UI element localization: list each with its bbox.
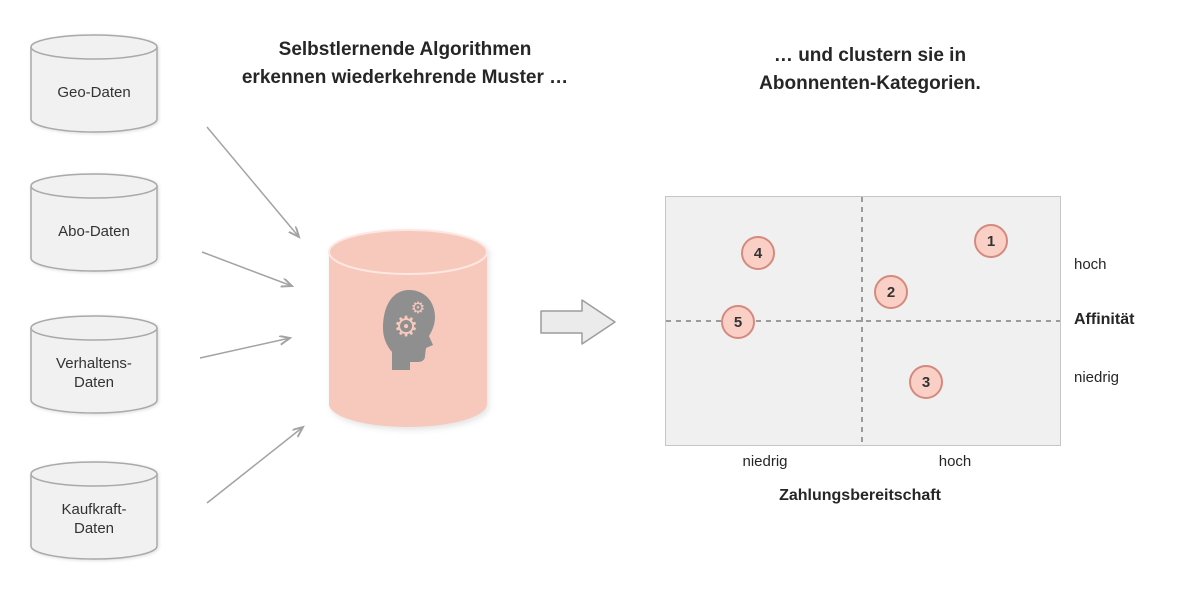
cluster-number: 5 bbox=[733, 313, 743, 331]
x-axis-title: Zahlungsbereitschaft bbox=[779, 487, 941, 504]
gear-icon: ⚙ bbox=[411, 298, 425, 317]
process-title: Selbstlernende Algorithmen erkennen wied… bbox=[200, 36, 610, 91]
data-source-label: Geo-Daten bbox=[28, 59, 160, 127]
cluster-bubble-4: 4 bbox=[741, 236, 775, 270]
thin-arrow-icon bbox=[199, 338, 290, 359]
x-tick-niedrig: niedrig bbox=[742, 453, 788, 470]
data-source-label: Abo-Daten bbox=[28, 198, 160, 266]
result-title-line1: … und clustern sie in bbox=[773, 45, 967, 66]
cluster-number: 2 bbox=[886, 283, 896, 301]
flow-arrows bbox=[199, 126, 315, 504]
cluster-bubble-5: 5 bbox=[721, 305, 755, 339]
thin-arrow-icon bbox=[201, 251, 292, 286]
cluster-bubble-3: 3 bbox=[909, 365, 943, 399]
process-title-line2: erkennen wiederkehrende Muster … bbox=[241, 66, 569, 88]
process-title-line1: Selbstlernende Algorithmen bbox=[278, 39, 532, 60]
data-source-label-line2: Daten bbox=[73, 520, 115, 537]
data-source-label-line1: Kaufkraft- bbox=[61, 501, 127, 519]
data-source-cylinder-geo: Geo-Daten bbox=[28, 33, 160, 135]
data-source-label-line2: Daten bbox=[73, 374, 115, 391]
data-source-cylinder-kaufkraft: Kaufkraft- Daten bbox=[28, 460, 160, 562]
database-cylinder-icon bbox=[30, 34, 158, 133]
data-source-label-line1: Geo-Daten bbox=[57, 83, 131, 101]
data-source-label-line1: Verhaltens- bbox=[56, 355, 132, 373]
x-tick-hoch: hoch bbox=[938, 453, 972, 470]
data-source-label-line1: Abo-Daten bbox=[58, 222, 130, 240]
block-arrow-right-icon bbox=[540, 299, 616, 345]
result-title: … und clustern sie in Abonnenten-Kategor… bbox=[680, 42, 1060, 97]
database-cylinder-icon bbox=[30, 173, 158, 272]
cluster-chart: 1 4 2 5 3 bbox=[665, 196, 1061, 446]
y-axis-title: Affinität bbox=[1074, 311, 1135, 328]
data-source-cylinder-verhalten: Verhaltens- Daten bbox=[28, 314, 160, 416]
ai-database-cylinder: ⚙ ⚙ bbox=[326, 228, 490, 430]
gear-icon: ⚙ bbox=[393, 310, 418, 343]
database-cylinder-icon bbox=[30, 461, 158, 560]
data-source-label: Verhaltens- Daten bbox=[28, 340, 160, 408]
data-source-label: Kaufkraft- Daten bbox=[28, 486, 160, 554]
y-tick-hoch: hoch bbox=[1074, 256, 1107, 273]
cluster-bubble-2: 2 bbox=[874, 275, 908, 309]
thin-arrow-icon bbox=[206, 126, 299, 237]
cluster-number: 3 bbox=[921, 373, 931, 391]
cluster-number: 1 bbox=[986, 232, 996, 250]
data-source-cylinder-abo: Abo-Daten bbox=[28, 172, 160, 274]
head-with-gears-icon: ⚙ ⚙ bbox=[383, 290, 435, 370]
result-title-line2: Abonnenten-Kategorien. bbox=[759, 72, 981, 94]
thin-arrow-icon bbox=[206, 427, 303, 504]
database-cylinder-icon bbox=[30, 315, 158, 414]
cluster-number: 4 bbox=[753, 244, 763, 262]
y-tick-niedrig: niedrig bbox=[1074, 369, 1120, 386]
cluster-bubble-1: 1 bbox=[974, 224, 1008, 258]
horizontal-dashed-divider bbox=[666, 320, 1060, 322]
